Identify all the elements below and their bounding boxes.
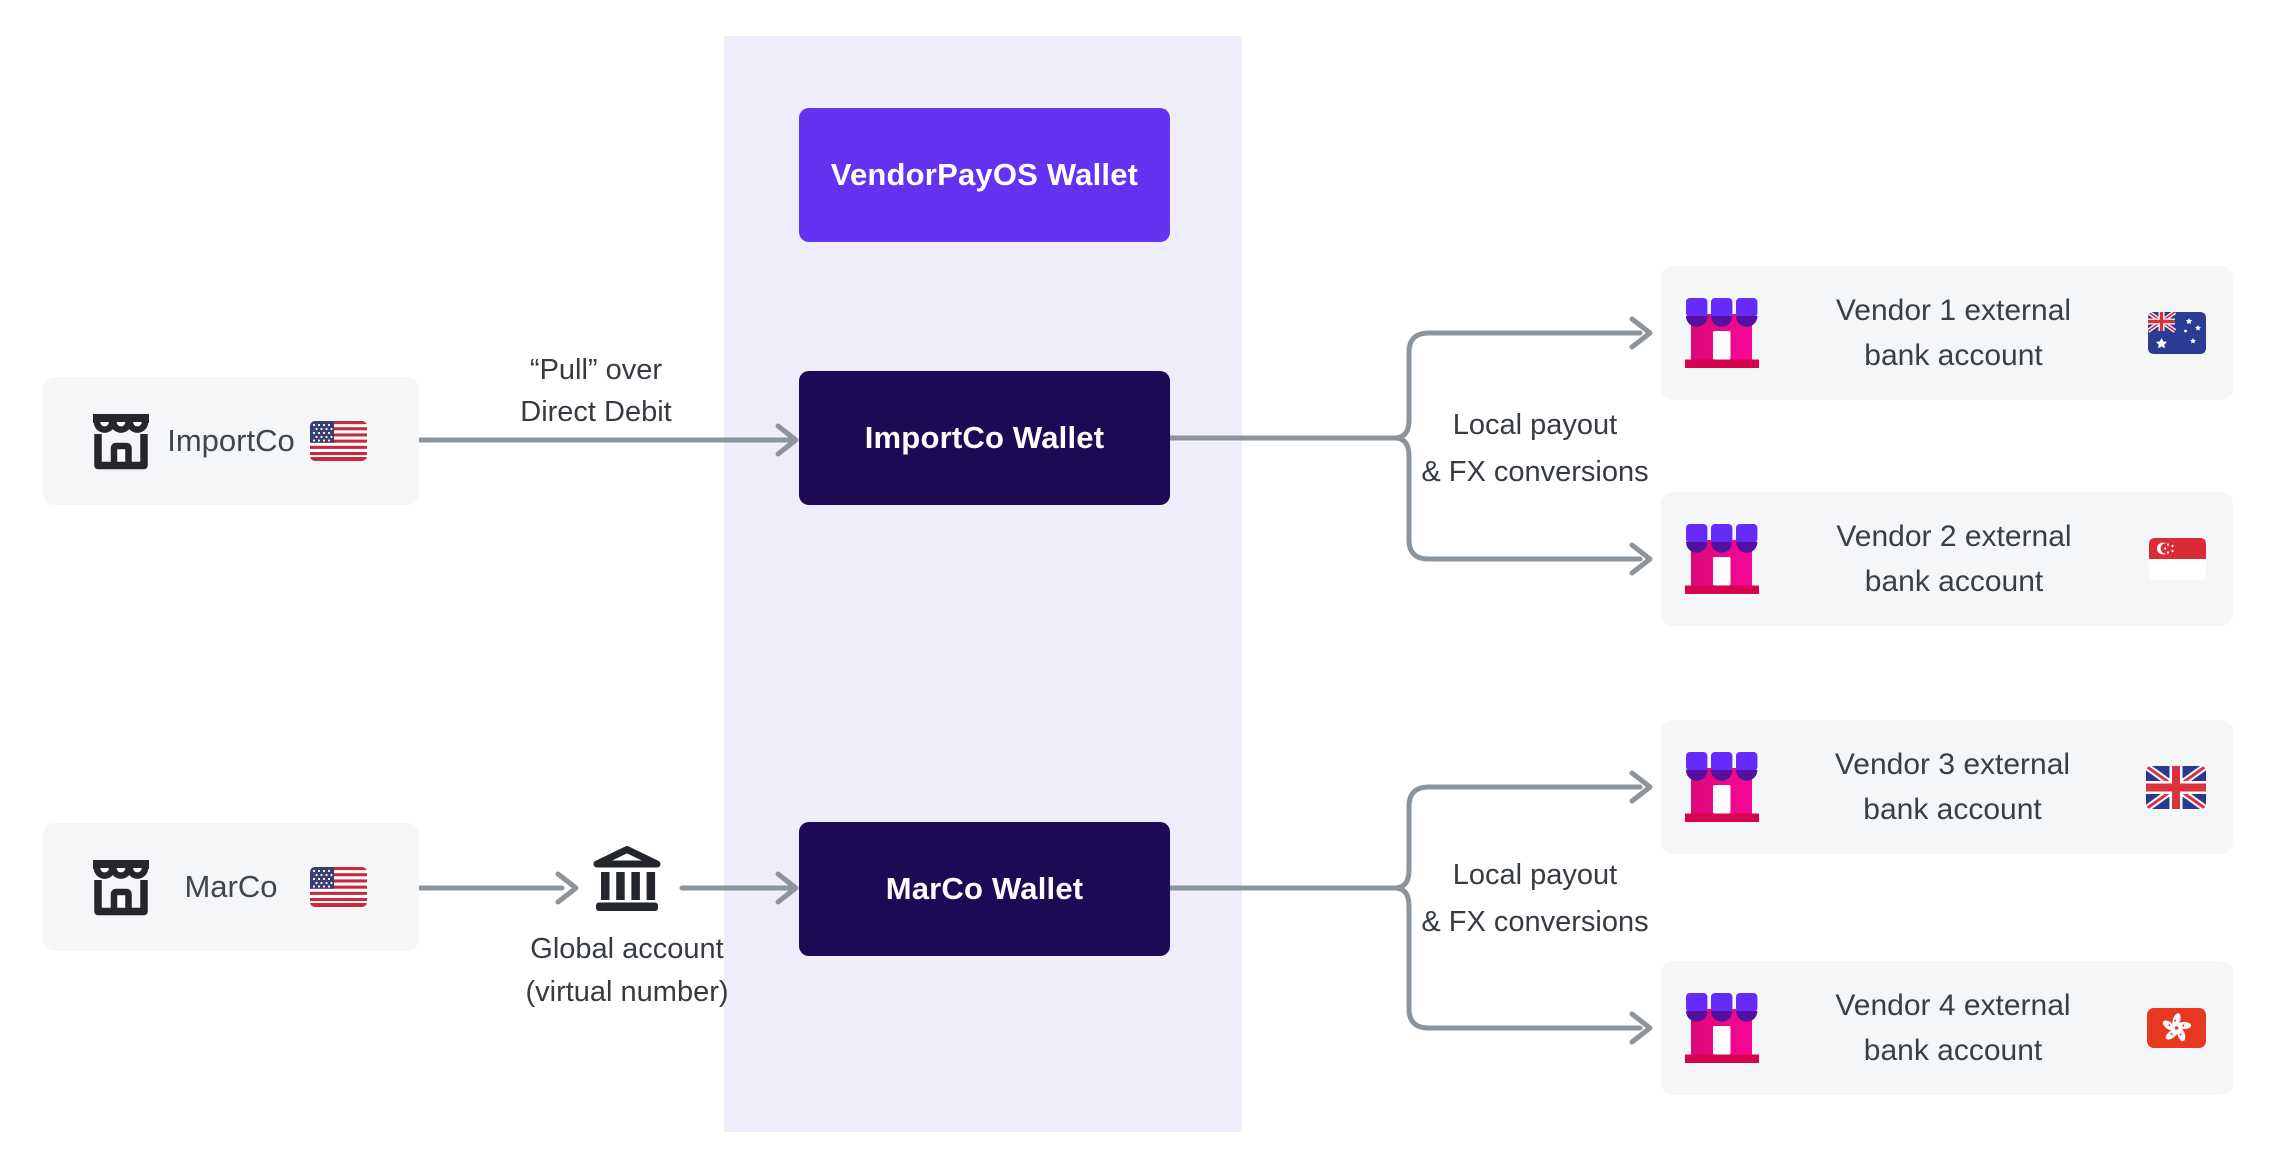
us-flag-icon: [310, 421, 367, 461]
vendor-2-label: Vendor 2 external bank account: [1836, 520, 2072, 598]
global-account-label: Global account (virtual number): [525, 933, 729, 1008]
arrowhead: [1629, 770, 1653, 804]
shop-icon: [1685, 752, 1759, 822]
arrowhead: [775, 871, 799, 905]
vendor-3-card: Vendor 3 external bank account: [1661, 720, 2233, 854]
vendor-2-card: Vendor 2 external bank account: [1661, 492, 2233, 626]
storefront-icon: [93, 414, 149, 470]
arrowhead: [1629, 1011, 1653, 1045]
vendor-1-label: Vendor 1 external bank account: [1835, 294, 2072, 372]
shop-icon: [1685, 524, 1759, 594]
vendorpayos-wallet-label: VendorPayOS Wallet: [830, 157, 1139, 192]
importco-wallet-label: ImportCo Wallet: [864, 420, 1105, 455]
vendor-4-card: Vendor 4 external bank account: [1661, 961, 2233, 1095]
hong-kong-flag-icon: [2147, 1008, 2206, 1048]
branch-vendor-1: [1393, 330, 1643, 441]
vendor-1-card: Vendor 1 external bank account: [1661, 266, 2233, 400]
pull-direct-debit-label: “Pull” over Direct Debit: [520, 354, 672, 428]
importco-name: ImportCo: [167, 423, 295, 458]
shop-icon: [1685, 993, 1759, 1063]
uk-flag-icon: [2146, 765, 2206, 809]
vendorpayos-wallet-box: VendorPayOS Wallet: [799, 108, 1170, 242]
importco-wallet-box: ImportCo Wallet: [799, 371, 1170, 505]
vendor-3-label: Vendor 3 external bank account: [1834, 748, 2071, 826]
branch-vendor-2: [1393, 435, 1643, 562]
branch-vendor-3: [1393, 784, 1643, 891]
arrowhead: [775, 423, 799, 457]
marco-wallet-label: MarCo Wallet: [885, 871, 1084, 906]
importco-card: ImportCo: [43, 377, 419, 505]
arrowhead: [1629, 542, 1653, 576]
local-payout-label-bottom: Local payout & FX conversions: [1421, 859, 1649, 938]
australia-flag-icon: [2148, 312, 2206, 354]
singapore-flag-icon: [2149, 538, 2206, 580]
shop-icon: [1685, 298, 1759, 368]
bank-icon: [593, 846, 661, 911]
arrowhead: [555, 871, 579, 905]
storefront-icon: [93, 860, 149, 916]
arrowhead: [1629, 316, 1653, 350]
vendor-4-label: Vendor 4 external bank account: [1835, 989, 2071, 1067]
marco-wallet-box: MarCo Wallet: [799, 822, 1170, 956]
local-payout-label-top: Local payout & FX conversions: [1421, 409, 1649, 488]
us-flag-icon: [310, 867, 367, 907]
branch-vendor-4: [1393, 885, 1643, 1031]
marco-name: MarCo: [184, 869, 278, 904]
marco-card: MarCo: [43, 823, 419, 951]
